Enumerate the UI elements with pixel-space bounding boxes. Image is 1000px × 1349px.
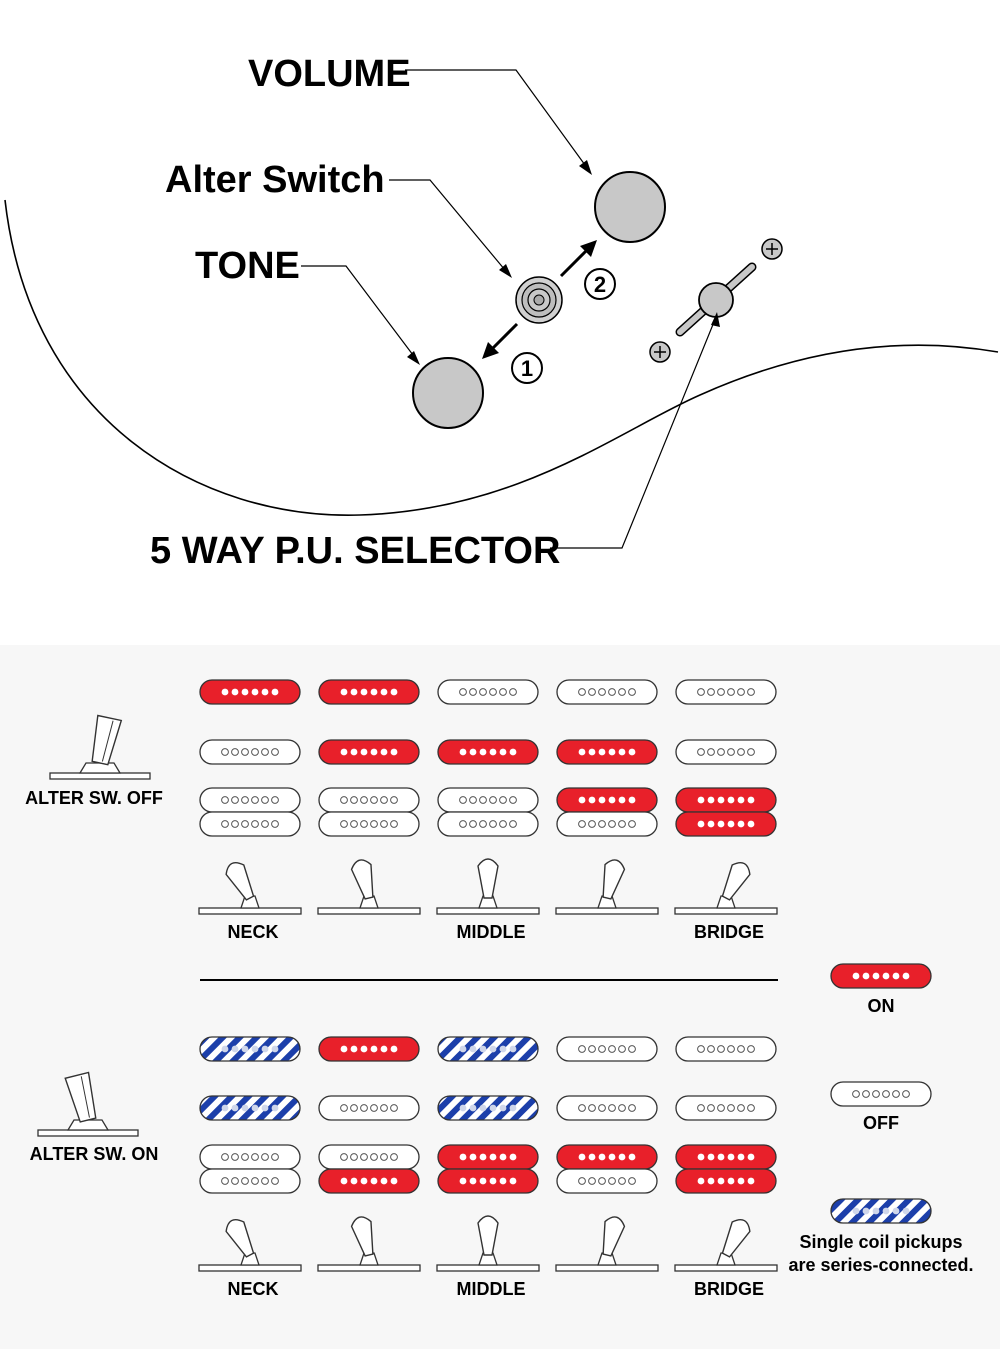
- pickup-alter-off-middle-3: [437, 739, 539, 765]
- pickup-alter-off-neck-4: [556, 679, 658, 705]
- volume-knob[interactable]: [594, 171, 666, 243]
- legend-series-line2: are series-connected.: [788, 1255, 973, 1275]
- pickup-alter-off-neck-1: [199, 679, 301, 705]
- switching-chart: ALTER SW. OFF ALTER SW. ON NECK MIDDLE BRI…: [0, 645, 1000, 1349]
- pickup-alter-on-bridge-top-3: [437, 1144, 539, 1170]
- legend-series-swatch: [830, 1198, 932, 1224]
- position-label-middle: MIDDLE: [457, 922, 526, 942]
- selector-position-on-2: [317, 1216, 421, 1272]
- pickup-alter-off-neck-3: [437, 679, 539, 705]
- pickup-alter-off-middle-2: [318, 739, 420, 765]
- pickup-alter-on-neck-4: [556, 1036, 658, 1062]
- legend-on-label: ON: [868, 996, 895, 1016]
- position-label-neck: NECK: [227, 1279, 278, 1299]
- pickup-alter-off-middle-4: [556, 739, 658, 765]
- pickup-alter-off-middle-1: [199, 739, 301, 765]
- selector-position-off-2: [317, 859, 421, 915]
- selector-position-off-1: NECK: [198, 862, 302, 942]
- pickup-alter-off-middle-5: [675, 739, 777, 765]
- tone-knob[interactable]: [412, 357, 484, 429]
- pickup-alter-off-bridge-top-4: [556, 787, 658, 813]
- pickup-alter-off-bridge-bottom-1: [199, 811, 301, 837]
- pickup-alter-off-neck-2: [318, 679, 420, 705]
- legend-on-swatch: [830, 963, 932, 989]
- pickup-alter-on-neck-3: [437, 1036, 539, 1062]
- pickup-alter-on-bridge-bottom-1: [199, 1168, 301, 1194]
- alter-off-label: ALTER SW. OFF: [25, 788, 163, 808]
- position-label-bridge: BRIDGE: [694, 922, 764, 942]
- arrow-1-number: 1: [521, 356, 533, 381]
- selector-position-off-5: BRIDGE: [674, 862, 778, 942]
- pickup-alter-on-bridge-top-1: [199, 1144, 301, 1170]
- alter-on-label: ALTER SW. ON: [30, 1144, 159, 1164]
- pickup-grid: [199, 679, 777, 1194]
- guitar-body-outline: [4, 199, 999, 516]
- pickup-alter-off-bridge-top-1: [199, 787, 301, 813]
- alter-switch-off-icon: [49, 714, 151, 780]
- leader-lines: [301, 69, 715, 549]
- pickup-alter-on-neck-1: [199, 1036, 301, 1062]
- selector-position-on-5: BRIDGE: [674, 1219, 778, 1299]
- legend: ON OFF Single coil pickups are series-co…: [788, 963, 974, 1275]
- control-layout: 2 1: [4, 53, 999, 572]
- pickup-alter-on-bridge-bottom-4: [556, 1168, 658, 1194]
- pickup-alter-on-middle-1: [199, 1095, 301, 1121]
- pickup-alter-on-middle-4: [556, 1095, 658, 1121]
- arrow-2-number: 2: [594, 272, 606, 297]
- alter-switch[interactable]: [515, 276, 563, 324]
- alter-switch-on-icon: [37, 1071, 139, 1137]
- legend-off-swatch: [830, 1081, 932, 1107]
- arrow-1-badge: 1: [511, 352, 543, 384]
- arrow-2-badge: 2: [584, 268, 616, 300]
- pickup-alter-on-middle-3: [437, 1095, 539, 1121]
- pickup-alter-on-bridge-bottom-5: [675, 1168, 777, 1194]
- position-label-middle: MIDDLE: [457, 1279, 526, 1299]
- arrow-2: [559, 240, 597, 278]
- pickup-alter-on-bridge-top-2: [318, 1144, 420, 1170]
- pickup-alter-off-bridge-bottom-4: [556, 811, 658, 837]
- selector-screw-bottom: [649, 341, 671, 363]
- selector-position-on-3: MIDDLE: [436, 1215, 540, 1299]
- pickup-alter-off-bridge-top-3: [437, 787, 539, 813]
- pickup-alter-off-bridge-top-5: [675, 787, 777, 813]
- volume-label: VOLUME: [248, 53, 411, 95]
- selector-position-off-3: MIDDLE: [436, 858, 540, 942]
- pickup-selector[interactable]: [675, 262, 757, 337]
- selector-positions: NECK MIDDLE BRIDGE NECK MIDDLE BRIDGE: [198, 858, 778, 1299]
- pickup-alter-off-bridge-top-2: [318, 787, 420, 813]
- pickup-alter-on-middle-5: [675, 1095, 777, 1121]
- leader-arrowheads: [407, 160, 720, 365]
- pickup-alter-on-bridge-bottom-3: [437, 1168, 539, 1194]
- position-label-neck: NECK: [227, 922, 278, 942]
- pickup-alter-on-neck-5: [675, 1036, 777, 1062]
- arrow-1: [482, 322, 519, 359]
- pickup-alter-on-neck-2: [318, 1036, 420, 1062]
- tone-label: TONE: [195, 245, 300, 287]
- selector-label: 5 WAY P.U. SELECTOR: [150, 530, 560, 572]
- legend-off-label: OFF: [863, 1113, 899, 1133]
- selector-screw-top: [761, 238, 783, 260]
- selector-position-off-4: [555, 859, 659, 915]
- alter-switch-label: Alter Switch: [165, 159, 385, 201]
- legend-series-line1: Single coil pickups: [799, 1232, 962, 1252]
- pickup-alter-on-bridge-top-4: [556, 1144, 658, 1170]
- selector-position-on-4: [555, 1216, 659, 1272]
- pickup-alter-off-bridge-bottom-3: [437, 811, 539, 837]
- pickup-alter-off-bridge-bottom-5: [675, 811, 777, 837]
- pickup-alter-off-neck-5: [675, 679, 777, 705]
- pickup-alter-on-bridge-bottom-2: [318, 1168, 420, 1194]
- pickup-alter-on-middle-2: [318, 1095, 420, 1121]
- pickup-alter-off-bridge-bottom-2: [318, 811, 420, 837]
- position-label-bridge: BRIDGE: [694, 1279, 764, 1299]
- pickup-alter-on-bridge-top-5: [675, 1144, 777, 1170]
- selector-position-on-1: NECK: [198, 1219, 302, 1299]
